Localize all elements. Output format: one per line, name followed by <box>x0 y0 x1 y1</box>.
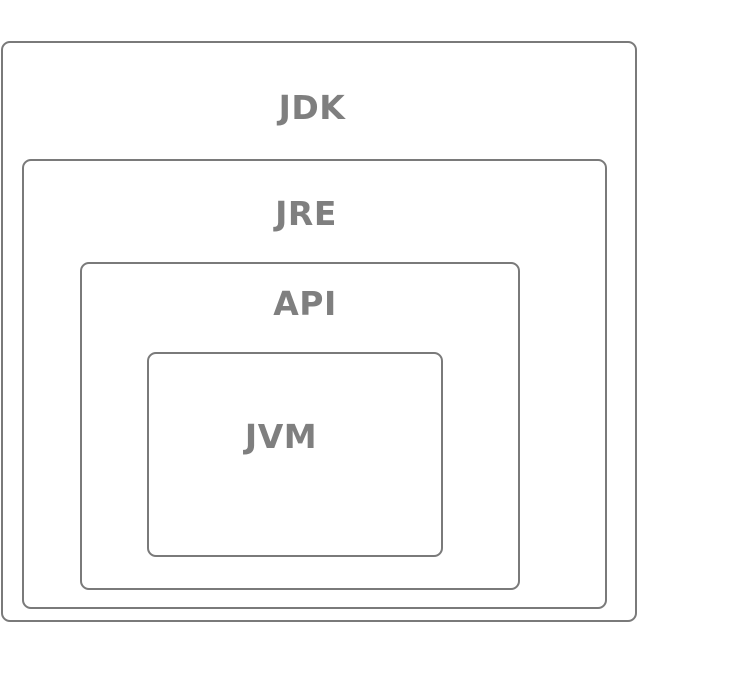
api-box <box>80 262 520 590</box>
jdk-box <box>1 41 637 622</box>
jre-box <box>22 159 607 609</box>
api-label: API <box>273 284 337 323</box>
jvm-box <box>147 352 443 557</box>
jdk-label: JDK <box>278 88 346 127</box>
jvm-label: JVM <box>244 417 318 456</box>
jre-label: JRE <box>275 194 337 233</box>
